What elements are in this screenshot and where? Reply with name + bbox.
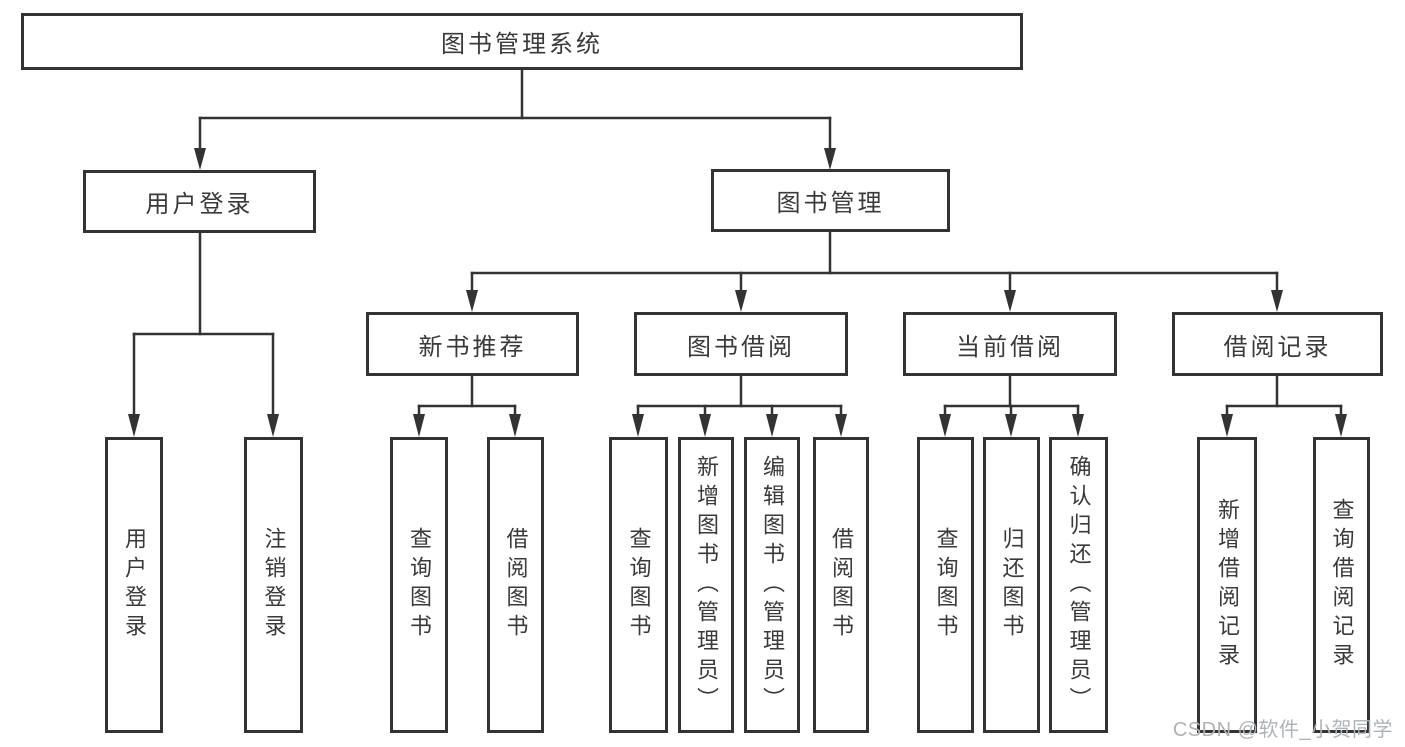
node-current-borrow: 当前借阅 bbox=[903, 312, 1117, 376]
node-new-book-recommend: 新书推荐 bbox=[366, 312, 579, 376]
leaf-bb-query-book: 查询图书 bbox=[609, 437, 668, 733]
node-borrow-records: 借阅记录 bbox=[1172, 312, 1383, 376]
connector-book-management-branch bbox=[470, 230, 1279, 294]
leaf-nbr-query-book-label: 查询图书 bbox=[407, 527, 432, 643]
leaf-cb-return-book: 归还图书 bbox=[983, 437, 1040, 733]
leaf-cb-confirm-return-admin-label: 确认归还（管理员） bbox=[1066, 454, 1092, 716]
connector-borrow-records-branch bbox=[1225, 374, 1343, 419]
connector-new-book-recommend-branch bbox=[417, 374, 517, 419]
node-borrow-records-label: 借阅记录 bbox=[1223, 333, 1332, 361]
leaf-nbr-query-book: 查询图书 bbox=[390, 437, 448, 733]
leaf-cb-return-book-label: 归还图书 bbox=[999, 527, 1025, 643]
node-book-borrow-label: 图书借阅 bbox=[687, 333, 795, 361]
leaf-br-add-record: 新增借阅记录 bbox=[1197, 437, 1257, 733]
leaf-logout-login: 注销登录 bbox=[244, 437, 303, 733]
leaf-cb-query-book: 查询图书 bbox=[917, 437, 974, 733]
leaf-nbr-borrow-book-label: 借阅图书 bbox=[503, 527, 529, 643]
connector-current-borrow-arrowheads bbox=[939, 414, 1084, 437]
connector-borrow-records-arrowheads bbox=[1221, 414, 1347, 437]
node-user-login: 用户登录 bbox=[83, 170, 316, 233]
leaf-user-login: 用户登录 bbox=[105, 437, 163, 733]
leaf-br-query-record-label: 查询借阅记录 bbox=[1329, 498, 1355, 672]
leaf-bb-add-book-admin: 新增图书（管理员） bbox=[678, 437, 734, 733]
connector-current-borrow-branch bbox=[943, 374, 1080, 419]
connector-root-arrowheads bbox=[194, 148, 836, 170]
leaf-logout-login-label: 注销登录 bbox=[261, 527, 287, 643]
leaf-bb-query-book-label: 查询图书 bbox=[626, 527, 652, 643]
connector-new-book-recommend-arrowheads bbox=[413, 414, 521, 437]
node-root-label: 图书管理系统 bbox=[441, 31, 603, 58]
leaf-nbr-borrow-book: 借阅图书 bbox=[487, 437, 544, 733]
leaf-bb-borrow-book: 借阅图书 bbox=[813, 437, 869, 733]
leaf-br-add-record-label: 新增借阅记录 bbox=[1215, 498, 1240, 672]
node-root: 图书管理系统 bbox=[21, 13, 1023, 70]
connector-book-management-arrowheads bbox=[466, 290, 1283, 312]
leaf-bb-edit-book-admin-label: 编辑图书（管理员） bbox=[760, 454, 785, 716]
leaf-bb-borrow-book-label: 借阅图书 bbox=[829, 527, 854, 643]
node-new-book-recommend-label: 新书推荐 bbox=[418, 333, 527, 361]
node-book-management: 图书管理 bbox=[711, 169, 950, 232]
watermark: CSDN @软件_小贺同学 bbox=[1172, 719, 1393, 741]
node-book-management-label: 图书管理 bbox=[776, 190, 885, 217]
leaf-cb-query-book-label: 查询图书 bbox=[933, 527, 959, 643]
connector-root-to-level1 bbox=[198, 67, 832, 152]
leaf-cb-confirm-return-admin: 确认归还（管理员） bbox=[1049, 437, 1108, 733]
connector-book-borrow-arrowheads bbox=[632, 414, 847, 437]
connector-user-login-arrowheads bbox=[128, 414, 279, 437]
connector-book-borrow-branch bbox=[636, 374, 843, 419]
node-current-borrow-label: 当前借阅 bbox=[956, 333, 1064, 361]
leaf-br-query-record: 查询借阅记录 bbox=[1313, 437, 1370, 733]
leaf-bb-edit-book-admin: 编辑图书（管理员） bbox=[744, 437, 800, 733]
connector-user-login-branch bbox=[132, 231, 275, 419]
node-user-login-label: 用户登录 bbox=[145, 191, 254, 218]
node-book-borrow: 图书借阅 bbox=[634, 312, 848, 376]
leaf-user-login-label: 用户登录 bbox=[122, 527, 147, 643]
leaf-bb-add-book-admin-label: 新增图书（管理员） bbox=[694, 454, 719, 716]
